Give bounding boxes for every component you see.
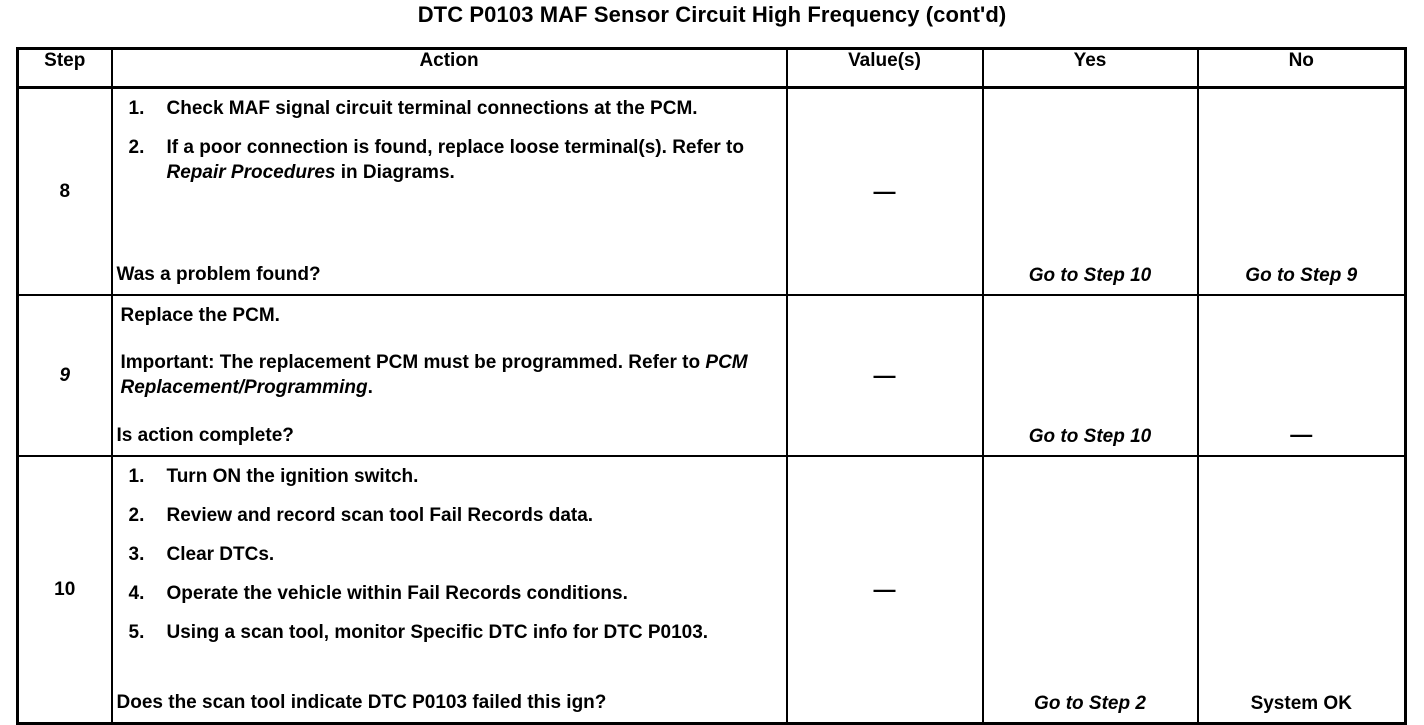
table-header-row: Step Action Value(s) Yes No [16,47,1407,89]
branch-result-text: — [1290,422,1313,447]
action-step-number: 5. [128,622,145,644]
important-label: Important: [120,352,215,374]
step-number-cell: 8 [16,86,113,296]
action-step-text: Operate the vehicle within Fail Records … [167,583,628,604]
value-text: — [873,362,896,388]
column-header-step: Step [16,47,113,89]
goto-step-reference: Go to Step 10 [1028,265,1152,286]
reference-title: PCM Replacement/Programming [120,352,748,399]
value-cell: — [785,455,984,725]
action-step-text: Turn ON the ignition switch. [167,466,419,487]
action-step-text: If a poor connection is found, replace l… [167,137,744,183]
text-run: . [367,377,373,399]
goto-step-reference: Go to Step 10 [1028,426,1152,447]
no-branch-cell: — [1196,294,1407,457]
action-step-item: 1. Turn ON the ignition switch. [121,464,778,489]
action-step-item: 4. Operate the vehicle within Fail Record… [121,581,778,606]
yes-branch-cell: Go to Step 2 [981,455,1199,725]
text-run: Operate the vehicle within Fail Records … [166,583,628,605]
text-run: If a poor connection is found, replace l… [166,137,744,159]
column-header-action: Action [110,47,788,89]
step-number-cell: 9 [16,294,113,457]
step-number: 8 [59,180,71,202]
step-number: 9 [59,364,71,386]
table-body: 8 1. Check MAF signal circuit terminal con… [16,86,1407,725]
column-header-yes: Yes [981,47,1199,89]
table-row: 8 1. Check MAF signal circuit terminal con… [16,86,1407,296]
table-header: Step Action Value(s) Yes No [16,47,1407,89]
yes-branch-cell: Go to Step 10 [981,294,1199,457]
no-branch-cell: System OK [1196,455,1407,725]
action-cell: 1. Check MAF signal circuit terminal conn… [110,86,788,296]
action-step-item: 5. Using a scan tool, monitor Specific DT… [121,620,778,645]
action-step-number: 1. [128,98,145,119]
table-row: 9 Replace the PCM. Important: The replacem… [16,294,1407,457]
text-run: Check MAF signal circuit terminal connec… [166,98,698,119]
step-number: 10 [54,578,76,600]
action-step-item: 3. Clear DTCs. [121,542,778,567]
action-step-list: 1. Check MAF signal circuit terminal conn… [121,96,778,185]
value-text: — [873,178,896,204]
action-step-item: 1. Check MAF signal circuit terminal conn… [121,96,778,121]
action-cell: Replace the PCM. Important: The replaceme… [110,294,788,457]
page-title: DTC P0103 MAF Sensor Circuit High Freque… [417,2,1007,27]
goto-step-reference: Go to Step 2 [1034,693,1146,714]
action-paragraph: Important: The replacement PCM must be p… [121,350,778,400]
action-step-text: Clear DTCs. [167,544,275,565]
value-text: — [873,576,896,602]
no-branch-cell: Go to Step 9 [1196,86,1407,296]
value-cell: — [785,86,984,296]
diagnostic-table: Step Action Value(s) Yes No 8 1. Check MAF… [16,47,1407,725]
column-header-no: No [1196,47,1407,89]
text-run: The replacement PCM must be programmed. … [214,352,706,374]
text-run: Turn ON the ignition switch. [166,466,419,487]
action-step-text: Check MAF signal circuit terminal connec… [167,98,698,119]
text-run: Replace the PCM. [120,305,280,326]
text-run: Review and record scan tool Fail Records… [166,505,594,527]
action-step-number: 1. [128,466,145,487]
reference-title: Repair Procedures [166,162,336,184]
yes-branch-cell: Go to Step 10 [981,86,1199,296]
value-cell: — [785,294,984,457]
action-step-item: 2. If a poor connection is found, replace… [121,135,778,185]
action-cell: 1. Turn ON the ignition switch. 2. Review a… [110,455,788,725]
text-run: in Diagrams. [335,162,455,184]
action-step-number: 4. [128,583,145,605]
action-question: Was a problem found? [116,263,321,285]
action-paragraph: Replace the PCM. [121,303,778,328]
action-question: Does the scan tool indicate DTC P0103 fa… [116,691,607,713]
document-page: DTC P0103 MAF Sensor Circuit High Freque… [16,2,1407,725]
action-step-item: 2. Review and record scan tool Fail Recor… [121,503,778,528]
action-step-number: 2. [128,505,145,527]
action-question: Is action complete? [116,424,294,446]
action-step-text: Using a scan tool, monitor Specific DTC … [167,622,709,643]
action-content: 1. Turn ON the ignition switch. 2. Review a… [113,457,786,722]
branch-result-text: System OK [1250,693,1352,714]
action-step-list: 1. Turn ON the ignition switch. 2. Review a… [121,464,778,645]
action-content: Replace the PCM. Important: The replaceme… [113,296,786,455]
action-step-text: Review and record scan tool Fail Records… [167,505,594,526]
step-number-cell: 10 [16,455,113,725]
action-step-number: 2. [128,137,145,159]
table-row: 10 1. Turn ON the ignition switch. 2. Review… [16,455,1407,725]
action-step-number: 3. [128,544,145,566]
text-run: Clear DTCs. [166,544,275,566]
text-run: Using a scan tool, monitor Specific DTC … [166,622,709,644]
goto-step-reference: Go to Step 9 [1245,265,1358,286]
column-header-value: Value(s) [785,47,984,89]
action-content: 1. Check MAF signal circuit terminal conn… [113,89,786,294]
